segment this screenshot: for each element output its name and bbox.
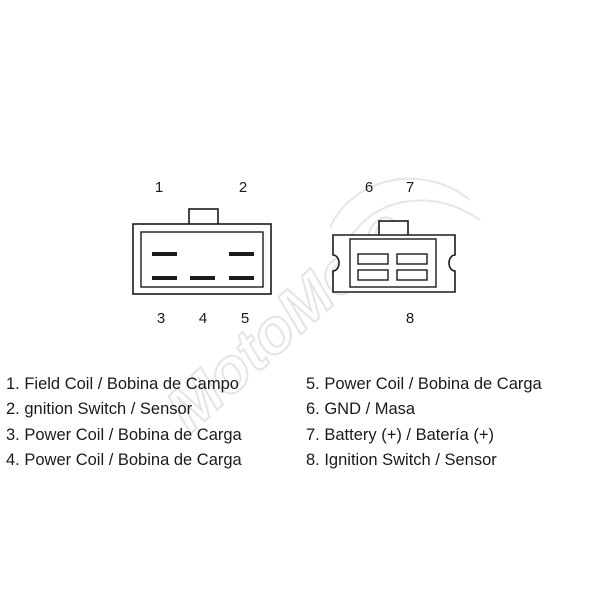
legend-left-column: 1. Field Coil / Bobina de Campo 2. gniti… [6, 372, 242, 473]
pin-terminal-3 [152, 276, 177, 280]
pin-label-5: 5 [241, 310, 249, 327]
pin-label-7: 7 [406, 179, 414, 196]
pin-label-2: 2 [239, 179, 247, 196]
pin-label-6: 6 [365, 179, 373, 196]
pin-terminal-2 [229, 252, 254, 256]
pin-label-8: 8 [406, 310, 414, 327]
pin-label-4: 4 [199, 310, 207, 327]
connector-a-latch [188, 208, 219, 226]
legend-item-5: 5. Power Coil / Bobina de Carga [306, 375, 542, 393]
legend-item-3: 3. Power Coil / Bobina de Carga [6, 425, 242, 444]
pin-terminal-7 [396, 253, 428, 265]
legend-item-6: 6. GND / Masa [306, 400, 416, 419]
pin-terminal-8a [357, 269, 389, 281]
legend-right-column: 5. Power Coil / Bobina de Carga 6. GND /… [306, 372, 542, 473]
pin-label-1: 1 [155, 179, 163, 196]
pin-terminal-5 [229, 276, 254, 280]
legend-item-4: 4. Power Coil / Bobina de Carga [6, 450, 242, 469]
legend-item-7: 7. Battery (+) / Batería (+) [306, 425, 494, 444]
pin-terminal-8b [396, 269, 428, 281]
connector-b: 6 7 8 [332, 179, 456, 327]
pin-terminal-4 [190, 276, 215, 280]
legend-item-2: 2. gnition Switch / Sensor [6, 400, 193, 419]
legend-item-1: 1. Field Coil / Bobina de Campo [6, 375, 239, 393]
pin-terminal-6 [357, 253, 389, 265]
legend-item-8: 8. Ignition Switch / Sensor [306, 450, 497, 469]
pin-label-3: 3 [157, 310, 165, 327]
connector-a: 1 2 3 4 5 [132, 179, 272, 327]
pin-terminal-1 [152, 252, 177, 256]
